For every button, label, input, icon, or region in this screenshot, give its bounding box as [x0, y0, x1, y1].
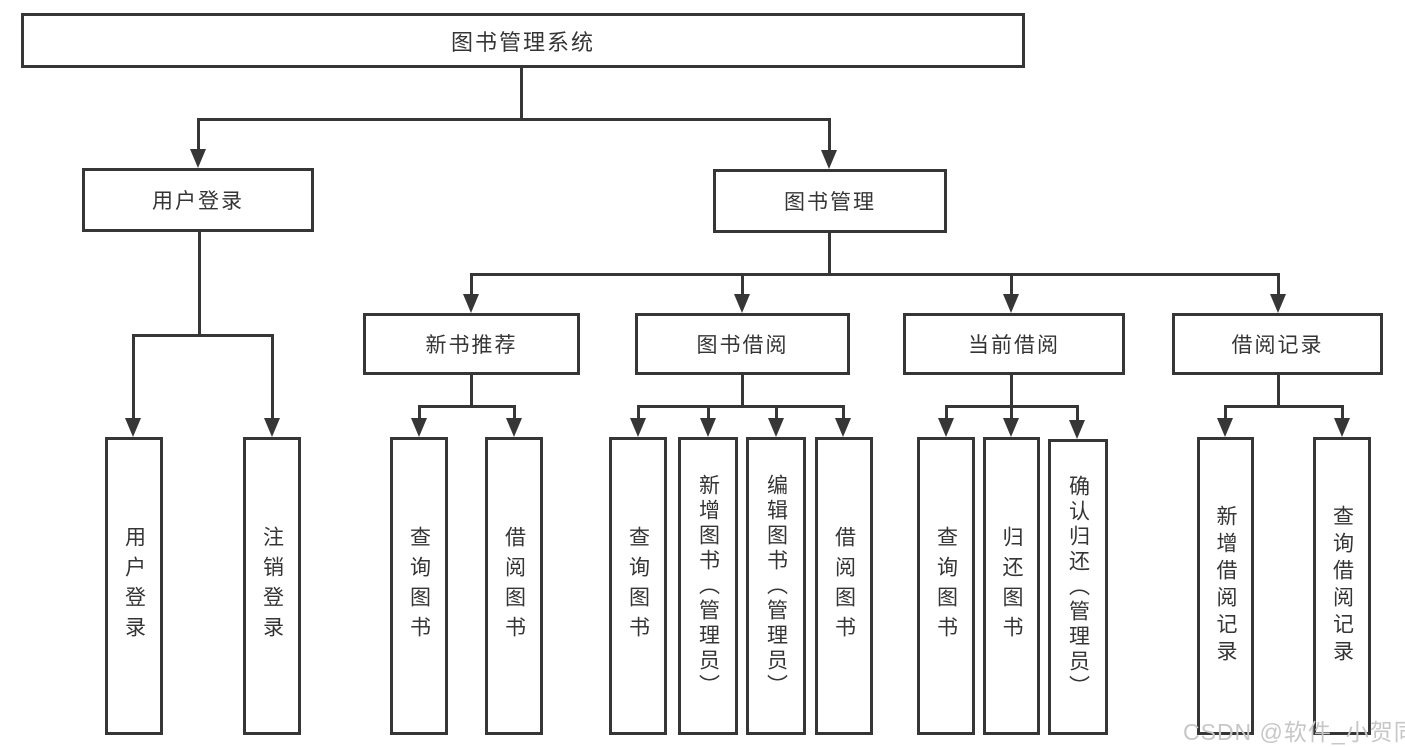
arrowhead-book-management	[821, 150, 837, 169]
node-borrow-records: 借阅记录	[1172, 313, 1383, 375]
connector-book-borrow-stem	[741, 375, 744, 405]
connector-leaf	[1224, 405, 1227, 421]
connector-leaf	[707, 405, 710, 421]
node-label: 图书借阅	[696, 334, 789, 357]
leaf-label: 新增借阅记录	[1214, 505, 1237, 667]
connector-to-current-borrow	[1010, 273, 1013, 297]
leaf-confirm-return-admin: 确认归还（管理员）	[1048, 439, 1108, 735]
leaf-logout: 注销登录	[243, 437, 301, 735]
connector-level1-split	[197, 118, 831, 121]
node-label: 图书管理系统	[450, 29, 595, 55]
leaf-label: 编辑图书（管理员）	[764, 473, 788, 699]
arrowhead-current-borrow	[1003, 294, 1019, 313]
arrowhead-leaf	[835, 418, 851, 437]
node-label: 借阅记录	[1231, 334, 1324, 357]
connector-leaf	[775, 405, 778, 421]
leaf-query-books-recommend: 查询图书	[390, 437, 448, 735]
connector-current-borrow-stem	[1010, 375, 1013, 405]
arrowhead-leaf	[768, 418, 784, 437]
arrowhead-book-borrow	[734, 294, 750, 313]
connector-to-user-login	[197, 118, 200, 152]
node-current-borrow: 当前借阅	[903, 313, 1125, 375]
leaf-label: 查询图书	[407, 526, 431, 646]
connector-user-login-split	[132, 334, 273, 337]
leaf-label: 归还图书	[1000, 526, 1023, 646]
connector-leaf	[637, 405, 640, 421]
arrowhead-leaf-login	[125, 418, 141, 437]
connector-to-leaf-login	[132, 334, 135, 420]
node-label: 用户登录	[152, 190, 244, 213]
connector-to-book-management	[828, 118, 831, 152]
leaf-label: 借阅图书	[502, 526, 526, 646]
arrowhead-leaf	[630, 418, 646, 437]
leaf-borrow-books: 借阅图书	[815, 437, 873, 735]
leaf-label: 新增图书（管理员）	[696, 473, 720, 699]
leaf-add-books-admin: 新增图书（管理员）	[678, 437, 738, 735]
connector-leaf	[945, 405, 948, 421]
node-root-library-system: 图书管理系统	[21, 13, 1025, 68]
leaf-query-books-current: 查询图书	[917, 437, 975, 735]
leaf-add-borrow-record: 新增借阅记录	[1197, 437, 1254, 735]
leaf-return-books: 归还图书	[983, 437, 1040, 735]
connector-book-mgmt-stem	[828, 233, 831, 273]
leaf-edit-books-admin: 编辑图书（管理员）	[746, 437, 806, 735]
connector-root-stem	[520, 68, 523, 118]
node-book-management: 图书管理	[713, 169, 947, 233]
arrowhead-new-book	[463, 294, 479, 313]
node-label: 新书推荐	[425, 334, 518, 357]
connector-to-new-book	[470, 273, 473, 297]
connector-to-book-borrow	[741, 273, 744, 297]
leaf-user-login: 用户登录	[105, 437, 163, 735]
arrowhead-leaf	[1217, 418, 1233, 437]
connector-leaf	[1076, 405, 1079, 421]
connector-user-login-stem	[198, 232, 201, 334]
csdn-watermark: CSDN @软件_小贺同学	[1183, 719, 1405, 745]
leaf-label: 查询图书	[934, 526, 958, 646]
arrowhead-leaf	[1003, 418, 1019, 437]
arrowhead-leaf	[411, 418, 427, 437]
arrowhead-leaf	[700, 418, 716, 437]
arrowhead-leaf	[506, 418, 522, 437]
connector-leaf	[1010, 405, 1013, 421]
leaf-label: 确认归还（管理员）	[1066, 474, 1090, 700]
leaf-label: 借阅图书	[832, 526, 856, 646]
connector-borrow-records-stem	[1277, 375, 1280, 405]
leaf-label: 查询借阅记录	[1330, 505, 1354, 667]
connector-leaf	[1341, 405, 1344, 421]
arrowhead-user-login	[190, 149, 206, 168]
arrowhead-leaf	[938, 418, 954, 437]
leaf-label: 用户登录	[122, 526, 146, 646]
connector-book-borrow-split	[637, 405, 845, 408]
leaf-label: 查询图书	[626, 526, 650, 646]
arrowhead-leaf	[1069, 420, 1085, 439]
node-label: 当前借阅	[968, 334, 1060, 357]
connector-leaf	[842, 405, 845, 421]
leaf-query-books-borrow: 查询图书	[609, 437, 667, 735]
connector-to-borrow-records	[1277, 273, 1280, 297]
node-book-borrow: 图书借阅	[635, 313, 850, 375]
connector-level3-split	[470, 273, 1280, 276]
node-new-book-recommend: 新书推荐	[363, 313, 580, 375]
node-label: 图书管理	[784, 191, 876, 214]
connector-borrow-records-split	[1224, 405, 1343, 408]
leaf-query-borrow-record: 查询借阅记录	[1313, 437, 1371, 735]
arrowhead-borrow-records	[1270, 294, 1286, 313]
arrowhead-leaf-logout	[264, 418, 280, 437]
connector-new-book-split	[418, 405, 515, 408]
connector-leaf	[418, 405, 421, 421]
leaf-label: 注销登录	[260, 526, 284, 646]
connector-new-book-stem	[470, 375, 473, 405]
connector-to-leaf-logout	[271, 334, 274, 420]
arrowhead-leaf	[1334, 418, 1350, 437]
node-user-login: 用户登录	[82, 168, 314, 232]
connector-leaf	[513, 405, 516, 421]
leaf-borrow-books-recommend: 借阅图书	[485, 437, 543, 735]
